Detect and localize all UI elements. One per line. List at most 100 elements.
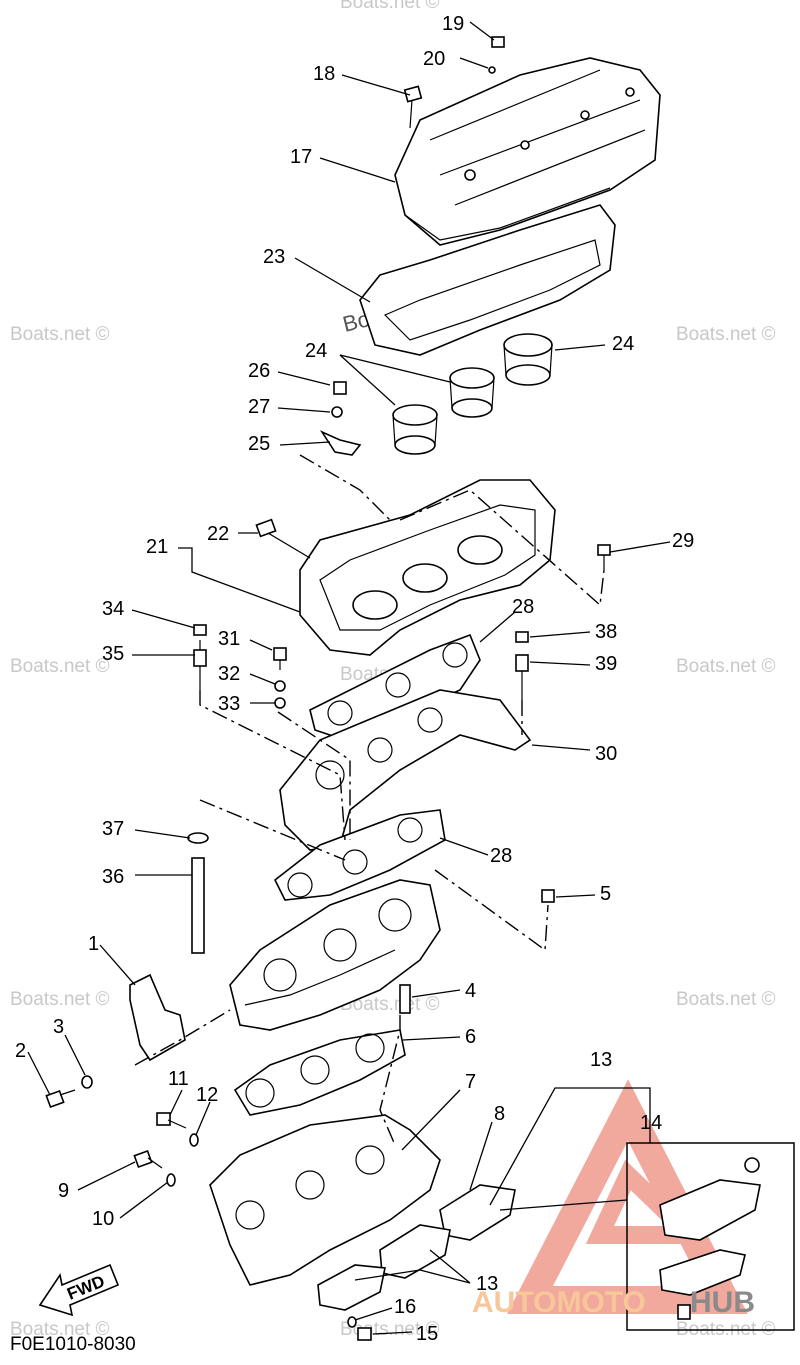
callout-18: 18 [313, 63, 335, 85]
callout-38: 38 [595, 621, 617, 643]
callout-6: 6 [465, 1026, 476, 1048]
gasket-28 [309, 633, 481, 741]
washer-16 [347, 1316, 357, 1328]
callout-28: 28 [512, 596, 534, 618]
callout-28: 28 [490, 845, 512, 867]
stud-39 [515, 631, 529, 700]
bolt-2 [45, 1089, 76, 1109]
washer-27 [331, 406, 343, 418]
callout-30: 30 [595, 743, 617, 765]
callout-27: 27 [248, 396, 270, 418]
center-lines [134, 454, 605, 1146]
bolt-26 [333, 381, 347, 395]
callout-3: 3 [53, 1016, 64, 1038]
logo-word-automoto: AUTOMOTO [472, 1286, 646, 1319]
diagram-code: F0E1010-8030 [10, 1334, 136, 1355]
callout-39: 39 [595, 653, 617, 675]
callout-26: 26 [248, 360, 270, 382]
callout-31: 31 [218, 628, 240, 650]
callout-24: 24 [612, 333, 634, 355]
automotohub-logo-text: AUTOMOTO HUB [472, 1286, 755, 1319]
bolt-29 [597, 544, 611, 570]
callout-29: 29 [672, 530, 694, 552]
callout-2: 2 [15, 1040, 26, 1062]
callout-13: 13 [476, 1273, 498, 1295]
washer-33 [274, 697, 286, 709]
callout-10: 10 [92, 1208, 114, 1230]
carburetor-assembly [229, 879, 441, 1031]
washer-32 [274, 680, 286, 692]
bolt-11 [156, 1112, 187, 1129]
callout-20: 20 [423, 48, 445, 70]
callout-32: 32 [218, 663, 240, 685]
reed-valve-13 [379, 1224, 451, 1279]
washer-3 [81, 1075, 93, 1089]
callout-25: 25 [248, 433, 270, 455]
bracket-1 [129, 973, 186, 1062]
callout-17: 17 [290, 146, 312, 168]
reed-valve-8 [439, 1184, 516, 1241]
callout-9: 9 [58, 1180, 69, 1202]
reed-valve-13 [317, 1264, 386, 1311]
bolt-9 [133, 1149, 163, 1169]
bracket-25 [319, 430, 362, 456]
washer-10 [166, 1173, 176, 1187]
callout-21: 21 [146, 536, 168, 558]
duct-24 [392, 404, 438, 455]
callout-33: 33 [218, 693, 240, 715]
intake-manifold-7 [209, 1114, 441, 1286]
callout-13: 13 [590, 1049, 612, 1071]
leader-lines [27, 21, 671, 1335]
logo-word-hub: HUB [690, 1286, 755, 1319]
callout-15: 15 [416, 1323, 438, 1345]
callout-35: 35 [102, 643, 124, 665]
callout-8: 8 [494, 1103, 505, 1125]
reed-valve-detail [659, 1157, 761, 1320]
watermark: Boats.net © [10, 989, 110, 1010]
callout-34: 34 [102, 598, 124, 620]
callout-11: 11 [168, 1068, 189, 1090]
callout-14: 14 [640, 1112, 662, 1134]
watermark: Boats.net © [676, 989, 776, 1010]
watermark: Boats.net © [10, 1319, 110, 1340]
fitting-22 [255, 518, 277, 538]
callout-12: 12 [196, 1084, 218, 1106]
watermark: Boats.net © [340, 994, 440, 1015]
callout-1: 1 [88, 933, 99, 955]
fwd-arrow: FWD [38, 1263, 120, 1317]
valve-cover [394, 57, 661, 246]
callout-4: 4 [465, 980, 476, 1002]
callout-16: 16 [394, 1296, 416, 1318]
duct-24 [449, 367, 495, 418]
callout-5: 5 [600, 883, 611, 905]
cover-gasket [359, 204, 616, 356]
bolt-15 [357, 1327, 372, 1341]
stud-4 [399, 984, 411, 1014]
callout-23: 23 [263, 246, 285, 268]
callout-7: 7 [465, 1071, 476, 1093]
washer-20 [488, 66, 496, 74]
watermark: Boats.net © [340, 0, 440, 13]
callout-numbers: 19 20 18 17 23 24 24 26 27 25 21 22 29 3… [15, 13, 694, 1345]
bolt-19 [491, 36, 505, 48]
bolt-31 [273, 647, 287, 670]
stud-35 [193, 624, 207, 690]
callout-36: 36 [102, 866, 124, 888]
bolt-18 [403, 85, 423, 129]
clip-37 [187, 832, 209, 844]
watermark: Boats.net © [676, 324, 776, 345]
callout-22: 22 [207, 523, 229, 545]
watermark: Boats.net © [10, 656, 110, 677]
washer-12 [189, 1133, 199, 1147]
callout-19: 19 [442, 13, 464, 35]
pin-36 [191, 857, 205, 954]
reed-valve-detail-box [626, 1142, 795, 1331]
duct-24 [503, 333, 553, 386]
intake-silencer [299, 479, 556, 656]
callout-37: 37 [102, 818, 124, 840]
nut-5 [541, 889, 555, 903]
watermark: Boats.net © [676, 656, 776, 677]
callout-24: 24 [305, 340, 327, 362]
watermark: Boats.net © [10, 324, 110, 345]
